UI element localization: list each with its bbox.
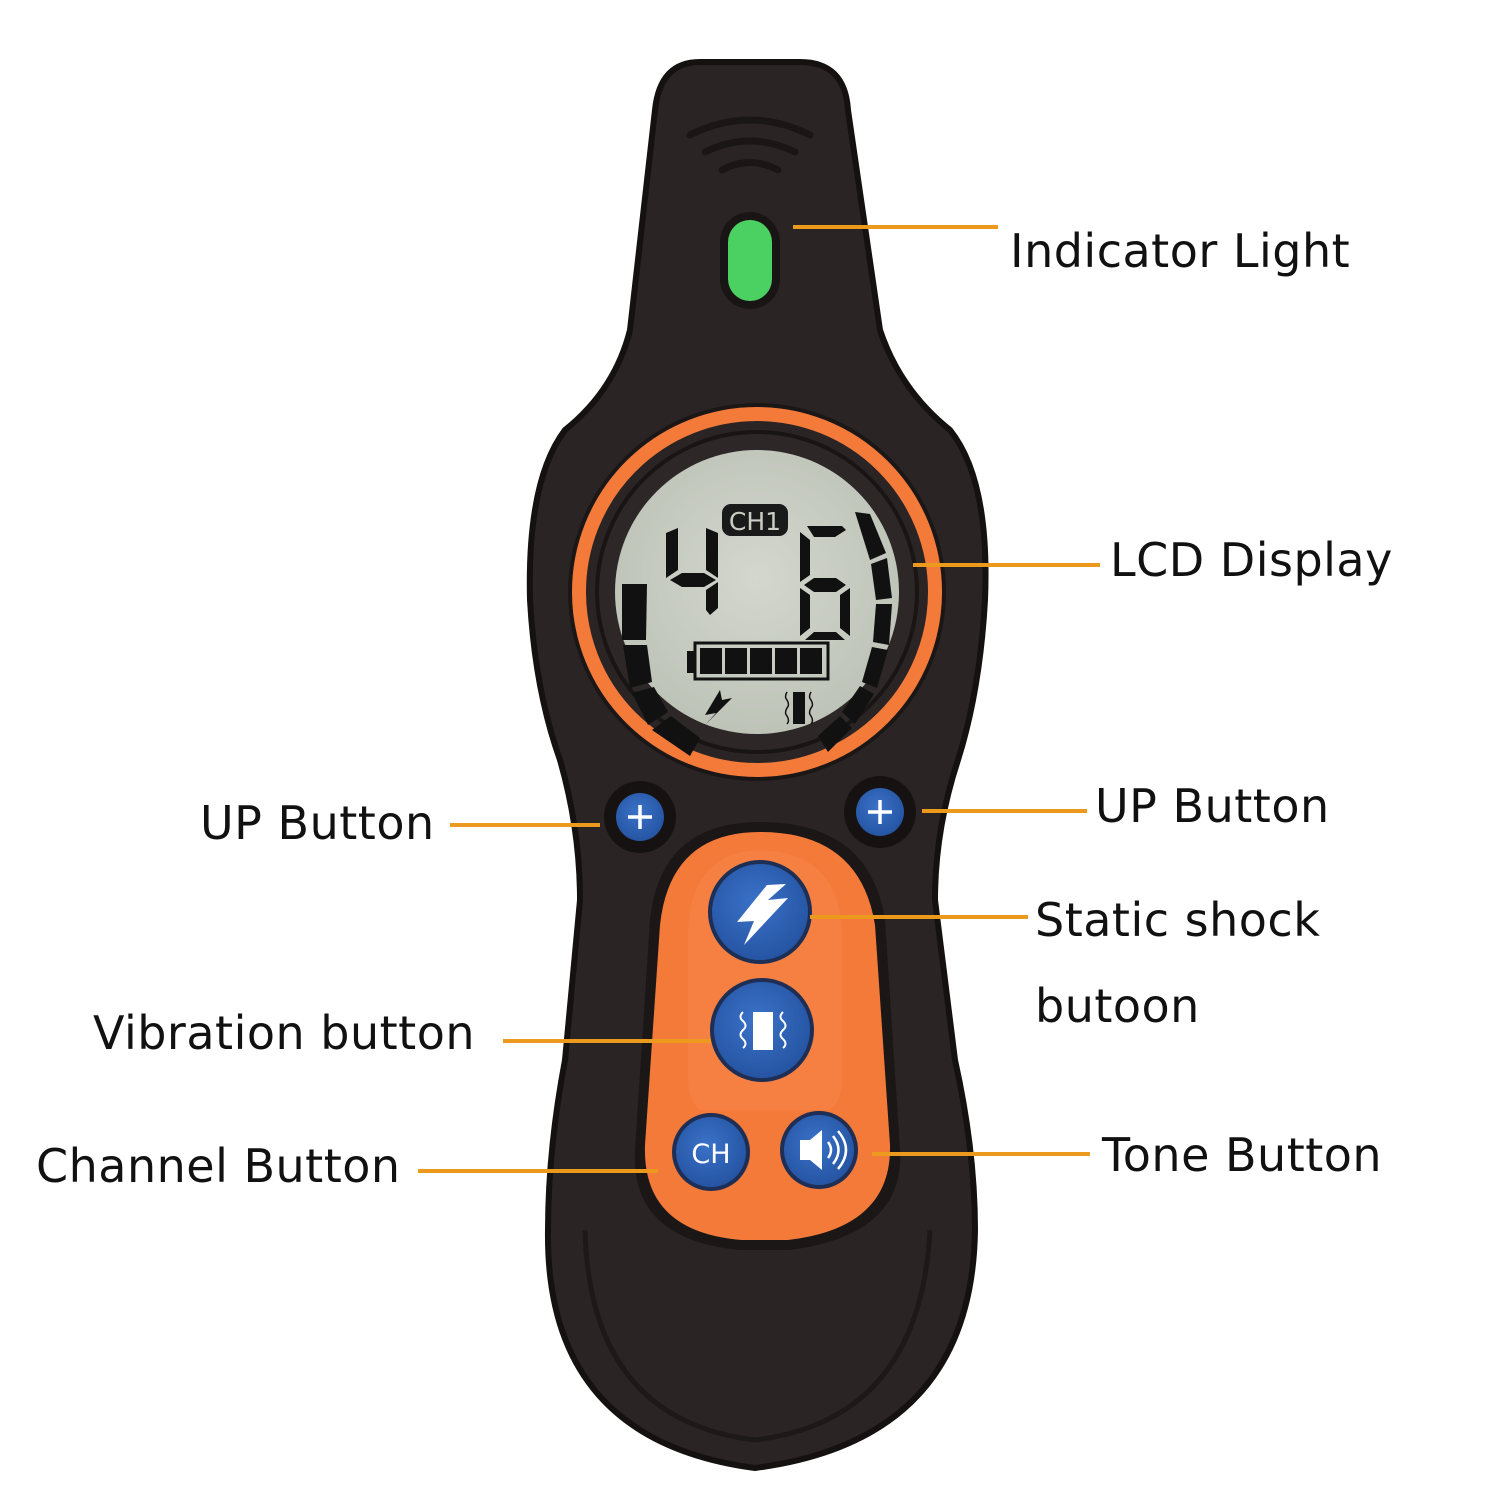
- label-lcd-display: LCD Display: [1110, 533, 1393, 587]
- vibration-button[interactable]: [710, 978, 814, 1082]
- battery-icon: [687, 641, 830, 681]
- label-static-shock-line1: Static shock: [1035, 893, 1321, 947]
- label-up-button-right: UP Button: [1095, 779, 1330, 833]
- leader-indicator-light: [793, 225, 998, 229]
- level-segments: [622, 512, 892, 756]
- tone-button[interactable]: [780, 1111, 858, 1189]
- channel-badge: [722, 504, 788, 536]
- digit-right: [800, 526, 850, 640]
- lcd-shock-icon: [705, 690, 732, 725]
- label-tone-button: Tone Button: [1102, 1128, 1383, 1182]
- digit-left-value: 4: [0, 0, 1, 1]
- channel-button-label: CH: [691, 1139, 730, 1170]
- up-button-left[interactable]: [604, 781, 676, 853]
- lcd-vibration-icon: [784, 691, 814, 725]
- indicator-light: [728, 220, 772, 301]
- leader-up-left: [450, 823, 600, 827]
- leader-up-right: [922, 809, 1087, 813]
- speaker-icon: [800, 1130, 848, 1170]
- channel-button[interactable]: CH: [672, 1113, 750, 1191]
- leader-vibration: [503, 1039, 711, 1043]
- lightning-bolt-icon: [737, 884, 788, 945]
- label-vibration-button: Vibration button: [93, 1006, 475, 1060]
- label-channel-button: Channel Button: [36, 1139, 401, 1193]
- label-static-shock-line2: butoon: [1035, 979, 1200, 1033]
- label-up-button-left: UP Button: [200, 796, 435, 850]
- leader-static-shock: [810, 915, 1028, 919]
- wifi-signal-icon: [686, 116, 814, 174]
- digit-right-value: 6: [0, 0, 1, 1]
- leader-lcd-display: [913, 563, 1100, 567]
- leader-channel: [418, 1169, 658, 1173]
- orange-ring: [572, 407, 942, 777]
- label-indicator-light: Indicator Light: [1010, 224, 1351, 278]
- leader-tone: [872, 1152, 1090, 1156]
- static-shock-button[interactable]: [708, 860, 812, 964]
- channel-indicator: CH1: [729, 507, 781, 536]
- up-button-right[interactable]: [844, 776, 916, 848]
- vibration-icon: [739, 1011, 787, 1050]
- digit-left: [666, 528, 718, 615]
